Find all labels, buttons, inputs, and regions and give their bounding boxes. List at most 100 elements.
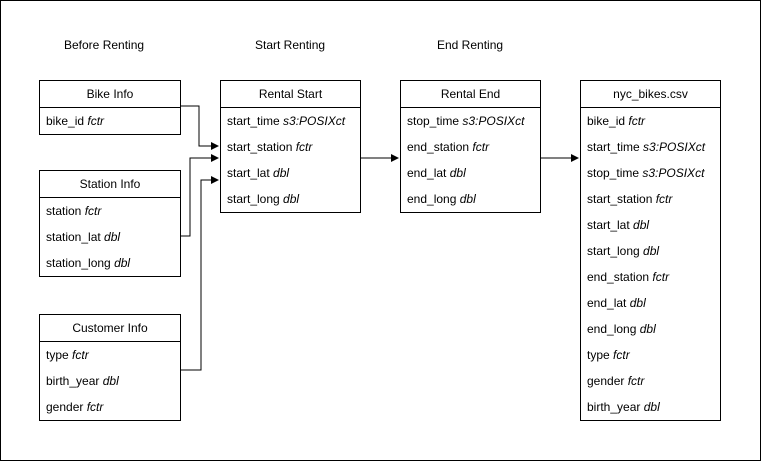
entity-field: start_station fctr bbox=[221, 134, 360, 160]
field-name: end_long bbox=[587, 322, 637, 336]
entity-field: station fctr bbox=[40, 198, 180, 224]
field-type: dbl bbox=[104, 230, 121, 244]
field-name: end_lat bbox=[587, 296, 627, 310]
entity-field: end_lat dbl bbox=[581, 290, 720, 316]
entity-field: start_long dbl bbox=[221, 186, 360, 212]
field-name: stop_time bbox=[407, 114, 460, 128]
entity-field: start_time s3:POSIXct bbox=[581, 134, 720, 160]
field-name: type bbox=[587, 348, 610, 362]
entity-field: end_lat dbl bbox=[401, 160, 540, 186]
field-name: start_time bbox=[587, 140, 640, 154]
entity-title: nyc_bikes.csv bbox=[581, 81, 720, 108]
field-type: dbl bbox=[643, 244, 660, 258]
entity-field: stop_time s3:POSIXct bbox=[401, 108, 540, 134]
field-type: s3:POSIXct bbox=[462, 114, 525, 128]
entity-title: Bike Info bbox=[40, 81, 180, 108]
entity-field: start_station fctr bbox=[581, 186, 720, 212]
entity-field: end_station fctr bbox=[581, 264, 720, 290]
field-type: fctr bbox=[627, 374, 645, 388]
field-type: fctr bbox=[652, 270, 670, 284]
entity-field: bike_id fctr bbox=[581, 108, 720, 134]
field-type: s3:POSIXct bbox=[642, 166, 705, 180]
entity-field: stop_time s3:POSIXct bbox=[581, 160, 720, 186]
entity-title: Customer Info bbox=[40, 315, 180, 342]
field-name: bike_id bbox=[46, 114, 85, 128]
field-type: dbl bbox=[639, 322, 656, 336]
entity-field: bike_id fctr bbox=[40, 108, 180, 134]
entity-field: start_lat dbl bbox=[221, 160, 360, 186]
field-name: bike_id bbox=[587, 114, 626, 128]
stage-label-before: Before Renting bbox=[64, 38, 145, 52]
entity-title: Rental End bbox=[401, 81, 540, 108]
stage-label-end: End Renting bbox=[437, 38, 504, 52]
connector-station-to-rental-start bbox=[181, 154, 219, 237]
entity-field: birth_year dbl bbox=[40, 368, 180, 394]
field-name: end_station bbox=[587, 270, 650, 284]
field-type: dbl bbox=[459, 192, 476, 206]
field-name: stop_time bbox=[587, 166, 640, 180]
entity-field: type fctr bbox=[40, 342, 180, 368]
entity-field: start_lat dbl bbox=[581, 212, 720, 238]
field-type: dbl bbox=[629, 296, 646, 310]
field-type: fctr bbox=[655, 192, 673, 206]
field-name: end_lat bbox=[407, 166, 447, 180]
stage-label-start: Start Renting bbox=[255, 38, 326, 52]
entity-field: gender fctr bbox=[40, 394, 180, 420]
field-name: birth_year bbox=[587, 400, 641, 414]
entity-field: birth_year dbl bbox=[581, 394, 720, 420]
entity-field: station_lat dbl bbox=[40, 224, 180, 250]
field-type: dbl bbox=[449, 166, 466, 180]
field-name: start_lat bbox=[227, 166, 270, 180]
field-name: birth_year bbox=[46, 374, 100, 388]
field-name: end_station bbox=[407, 140, 470, 154]
field-type: fctr bbox=[84, 204, 102, 218]
field-type: fctr bbox=[86, 400, 104, 414]
field-type: fctr bbox=[472, 140, 490, 154]
field-name: start_station bbox=[227, 140, 293, 154]
entity-field: type fctr bbox=[581, 342, 720, 368]
field-name: gender bbox=[587, 374, 625, 388]
entity-field: start_long dbl bbox=[581, 238, 720, 264]
field-type: dbl bbox=[283, 192, 300, 206]
field-name: station_long bbox=[46, 256, 111, 270]
field-name: start_long bbox=[227, 192, 280, 206]
entity-field: station_long dbl bbox=[40, 250, 180, 276]
field-type: dbl bbox=[273, 166, 290, 180]
field-name: start_long bbox=[587, 244, 640, 258]
entity-field: start_time s3:POSIXct bbox=[221, 108, 360, 134]
entity-title: Rental Start bbox=[221, 81, 360, 108]
field-type: fctr bbox=[628, 114, 646, 128]
field-type: dbl bbox=[643, 400, 660, 414]
field-name: station bbox=[46, 204, 82, 218]
field-type: dbl bbox=[102, 374, 119, 388]
entity-field: gender fctr bbox=[581, 368, 720, 394]
connector-customer-to-rental-start bbox=[181, 176, 219, 371]
field-type: dbl bbox=[633, 218, 650, 232]
field-type: s3:POSIXct bbox=[643, 140, 706, 154]
field-name: station_lat bbox=[46, 230, 101, 244]
field-name: gender bbox=[46, 400, 84, 414]
connector-bike-to-rental-start bbox=[181, 105, 219, 150]
field-name: type bbox=[46, 348, 69, 362]
entity-field: end_long dbl bbox=[581, 316, 720, 342]
entity-field: end_station fctr bbox=[401, 134, 540, 160]
entity-field: end_long dbl bbox=[401, 186, 540, 212]
field-type: fctr bbox=[87, 114, 105, 128]
field-type: s3:POSIXct bbox=[283, 114, 346, 128]
field-name: start_lat bbox=[587, 218, 630, 232]
field-name: end_long bbox=[407, 192, 457, 206]
entity-title: Station Info bbox=[40, 171, 180, 198]
field-type: fctr bbox=[613, 348, 630, 362]
field-type: fctr bbox=[72, 348, 89, 362]
field-type: dbl bbox=[114, 256, 131, 270]
field-type: fctr bbox=[295, 140, 313, 154]
field-name: start_time bbox=[227, 114, 280, 128]
field-name: start_station bbox=[587, 192, 653, 206]
